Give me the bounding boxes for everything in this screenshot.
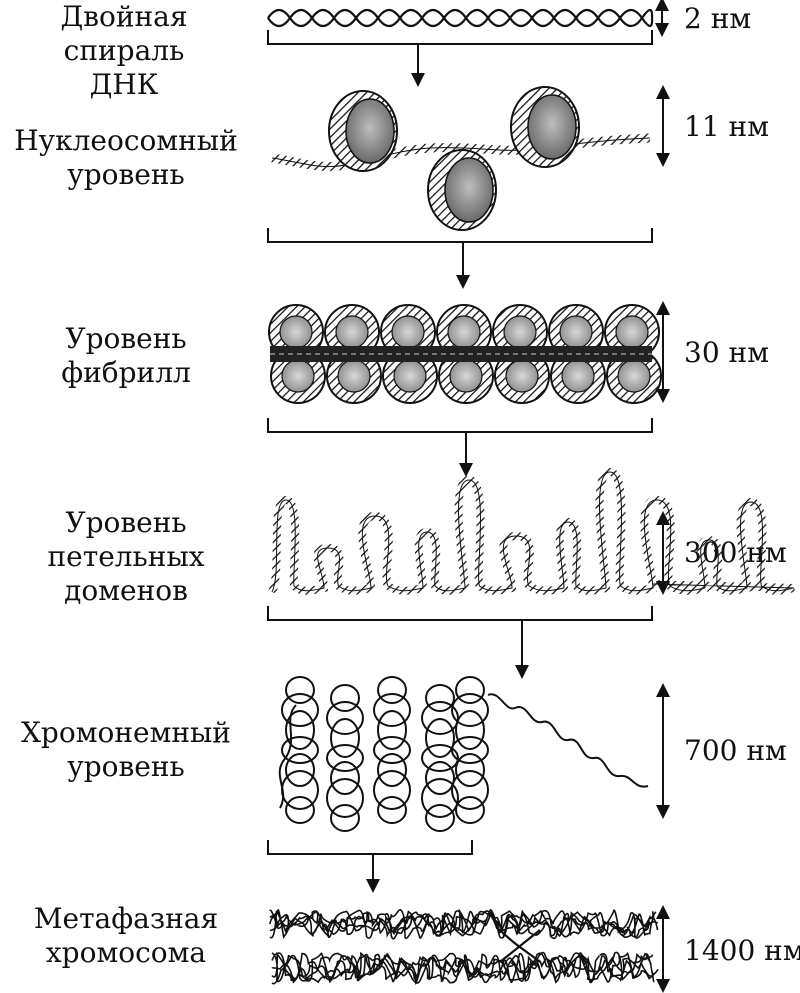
bracket-3	[267, 418, 653, 433]
fibril-core-top	[391, 315, 425, 349]
level-label-fibril: Уровень фибрилл	[61, 322, 191, 389]
metaphase-chromosome	[269, 908, 659, 985]
centromere	[499, 929, 541, 963]
size-label-700nm: 700 нм	[684, 734, 787, 767]
fibril-core-top	[615, 315, 649, 349]
loop-domains	[268, 467, 795, 595]
fibril-core-top	[503, 315, 537, 349]
bracket-4	[267, 606, 653, 621]
nucleosome-2	[427, 149, 497, 231]
bracket-2	[267, 228, 653, 243]
level-label-nucleosome: Нуклеосомный уровень	[14, 124, 238, 191]
fibril-core-bottom	[281, 359, 315, 393]
chromatid-top	[269, 908, 659, 940]
chromonema-left-strand	[278, 704, 297, 809]
chromonema-tail	[487, 693, 649, 788]
size-label-1400nm: 1400 нм	[684, 934, 800, 967]
chromonema-coil	[325, 684, 364, 832]
fibril-core-bottom	[393, 359, 427, 393]
fibril-core-top	[279, 315, 313, 349]
chromonema-coil	[420, 684, 459, 832]
size-label-2nm: 2 нм	[684, 2, 752, 35]
nucleosome-fiber	[271, 86, 651, 231]
fibril-core-bottom	[449, 359, 483, 393]
fibril-core-top	[335, 315, 369, 349]
chromonema	[278, 676, 649, 832]
fibril-core-top	[559, 315, 593, 349]
level-label-dna-helix: Двойная спираль ДНК	[60, 0, 188, 101]
level-label-chromosome: Метафазная хромосома	[33, 902, 219, 969]
fibril-core-bottom	[337, 359, 371, 393]
size-label-300nm: 300 нм	[684, 536, 787, 569]
nucleosome-1	[328, 90, 398, 172]
chromonema-coil	[450, 676, 489, 824]
fibril-core-bottom	[617, 359, 651, 393]
size-label-11nm: 11 нм	[684, 110, 769, 143]
bracket-5	[267, 840, 473, 855]
loop-strand	[268, 467, 795, 595]
fibril-core-top	[447, 315, 481, 349]
chromonema-coil	[372, 676, 411, 824]
bracket-1	[267, 30, 653, 45]
chromatin-fibril	[268, 304, 662, 404]
chromatid-bottom	[271, 951, 659, 985]
dna-double-helix	[267, 8, 654, 28]
fibril-core-bottom	[561, 359, 595, 393]
fibril-core-bottom	[505, 359, 539, 393]
level-label-chromonema: Хромонемный уровень	[21, 716, 231, 783]
level-label-loop-domains: Уровень петельных доменов	[47, 506, 205, 607]
nucleosome-3	[510, 86, 580, 168]
size-label-30nm: 30 нм	[684, 336, 769, 369]
loop-strand-outline	[271, 471, 795, 593]
chromonema-coil	[280, 676, 319, 824]
